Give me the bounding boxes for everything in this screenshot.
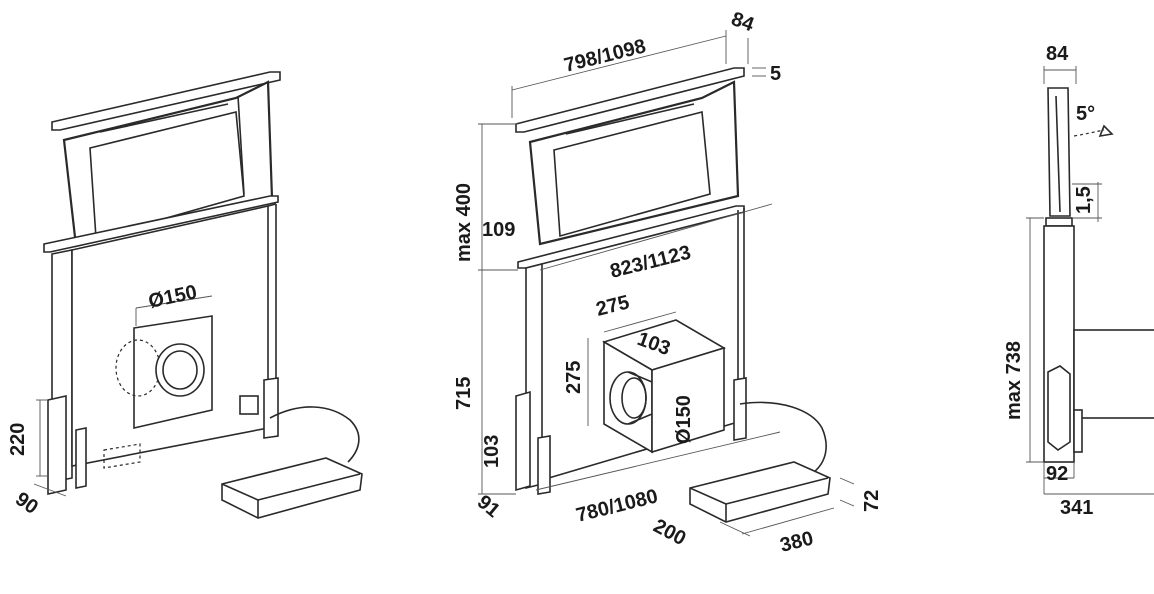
middle-base-width-label: 780/1080 bbox=[574, 485, 660, 527]
middle-motor-height-label: 275 bbox=[563, 361, 585, 394]
right-total-depth-label: 341 bbox=[1060, 497, 1093, 519]
right-figure bbox=[1026, 66, 1154, 495]
left-glass-panel bbox=[51, 71, 281, 248]
right-offset-label: 1,5 bbox=[1073, 186, 1095, 214]
middle-top-width-label: 798/1098 bbox=[562, 35, 648, 77]
middle-box-height-label: 72 bbox=[861, 490, 883, 512]
middle-motor-width-label: 275 bbox=[594, 291, 632, 320]
middle-figure bbox=[478, 30, 855, 537]
middle-top-gap-label: 5 bbox=[770, 63, 781, 85]
left-depth-label: 90 bbox=[11, 488, 42, 519]
middle-cable bbox=[739, 401, 827, 473]
left-junction-box bbox=[221, 457, 363, 519]
right-top-depth-label: 84 bbox=[1046, 43, 1069, 65]
right-base-depth-label: 92 bbox=[1046, 463, 1068, 485]
middle-box-depth-label: 200 bbox=[650, 515, 690, 550]
left-cable bbox=[269, 406, 360, 463]
middle-body bbox=[515, 205, 747, 495]
left-body bbox=[43, 195, 279, 495]
right-body-profile bbox=[1043, 217, 1154, 463]
middle-body-width-label: 823/1123 bbox=[608, 242, 693, 283]
middle-top-depth-label: 84 bbox=[728, 8, 757, 37]
middle-junction-box bbox=[689, 461, 831, 523]
middle-total-height-label: 715 bbox=[453, 377, 475, 410]
left-figure bbox=[33, 71, 363, 519]
right-max-height-label: max 738 bbox=[1003, 341, 1025, 420]
right-angle-label: 5° bbox=[1076, 103, 1095, 125]
middle-max-height-label: max 400 bbox=[453, 183, 475, 262]
middle-motor-diameter-label: Ø150 bbox=[673, 395, 695, 444]
middle-base-depth-label: 91 bbox=[473, 491, 504, 522]
middle-motor-box bbox=[602, 319, 726, 454]
left-height-label: 220 bbox=[7, 423, 29, 456]
middle-base-height-label: 103 bbox=[481, 435, 503, 468]
middle-step-height-label: 109 bbox=[482, 219, 515, 241]
right-glass-profile bbox=[1047, 87, 1071, 217]
middle-glass-panel bbox=[515, 67, 745, 246]
middle-box-width-label: 380 bbox=[778, 527, 816, 556]
